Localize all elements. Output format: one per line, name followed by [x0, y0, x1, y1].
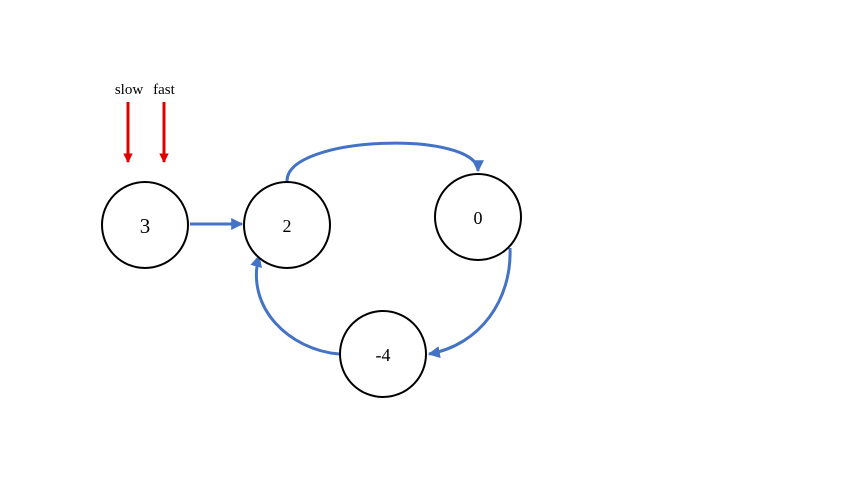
- pointer-fast: fast: [153, 82, 176, 163]
- edge-2-to-0: [285, 141, 484, 182]
- edge-0-to-minus4: [427, 247, 512, 359]
- pointer-slow: slow: [115, 82, 144, 163]
- node-0-circle: [434, 173, 522, 261]
- node-2-circle: [243, 181, 331, 269]
- pointer-fast-label: fast: [153, 82, 175, 98]
- node-0: 0: [434, 173, 522, 261]
- node-minus4-label: -4: [376, 345, 391, 365]
- edge-minus4-to-2: [250, 254, 340, 356]
- node-3: 3: [101, 181, 189, 269]
- node-minus4: -4: [339, 310, 427, 398]
- node-minus4-circle: [339, 310, 427, 398]
- pointer-slow-label: slow: [115, 82, 144, 98]
- node-2-label: 2: [283, 216, 292, 236]
- node-3-label: 3: [140, 214, 151, 238]
- node-0-label: 0: [474, 208, 483, 228]
- node-2: 2: [243, 181, 331, 269]
- node-3-circle: [101, 181, 189, 269]
